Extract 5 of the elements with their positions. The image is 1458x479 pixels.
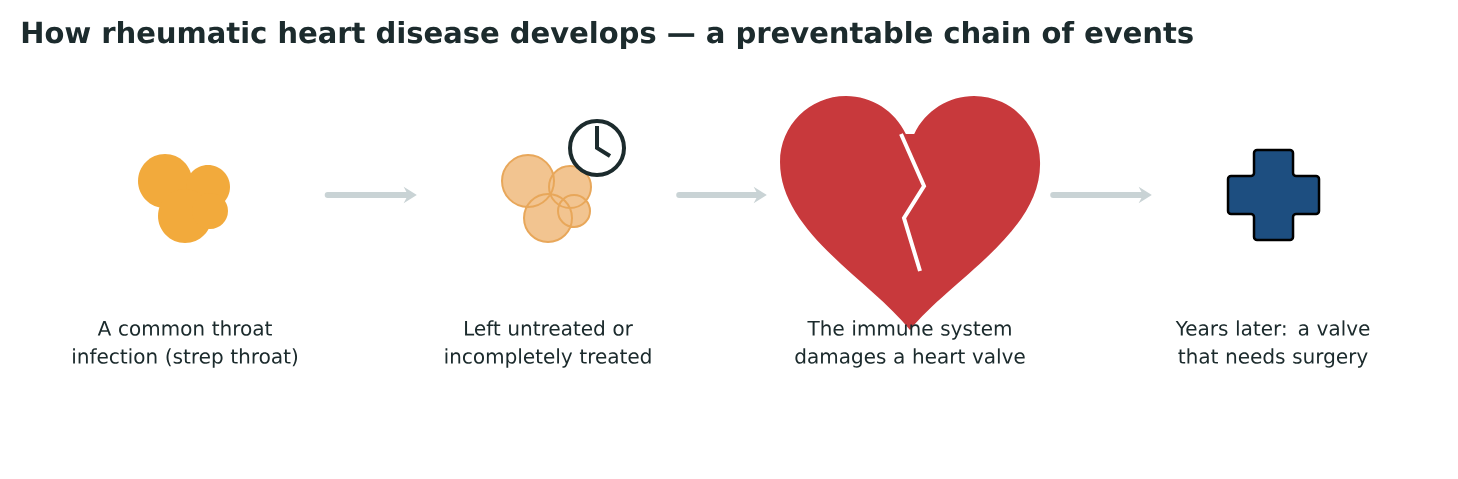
title: How rheumatic heart disease develops — a preventable chain of events bbox=[22, 20, 1193, 50]
step-caption: The immune system damages a heart valve bbox=[795, 320, 1025, 368]
step-caption: Years later: a valve that needs surgery bbox=[1175, 320, 1370, 368]
step-caption: Left untreated or incompletely treated bbox=[445, 320, 651, 368]
step-caption: A common throat infection (strep throat) bbox=[73, 320, 298, 368]
